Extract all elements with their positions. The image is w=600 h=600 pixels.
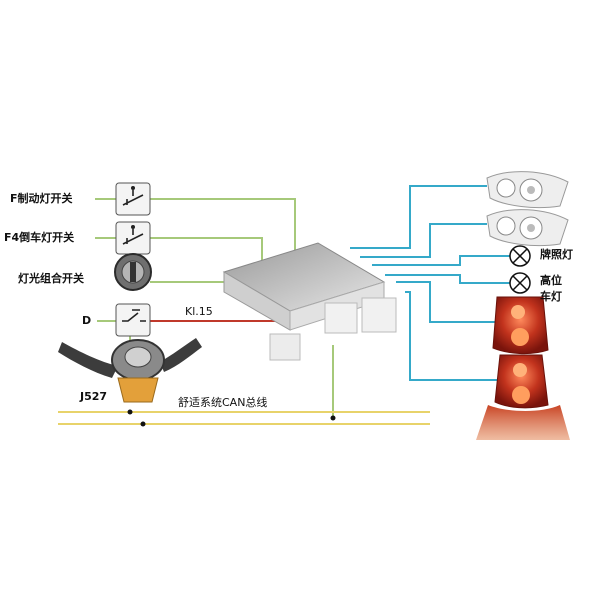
taillight-2 <box>476 354 570 440</box>
taillight-1 <box>492 296 549 355</box>
high-brake-light-label-2: 车灯 <box>540 290 562 303</box>
wire-reverse-switch <box>95 237 263 262</box>
license-plate-light-label: 牌照灯 <box>540 248 573 261</box>
can-bus-label: 舒适系统CAN总线 <box>178 396 268 409</box>
reverse-switch-symbol <box>115 221 151 255</box>
reverse-light-switch-label: F4倒车灯开关 <box>4 231 75 244</box>
can-bus-junctions <box>127 409 336 427</box>
brake-light-switch-label: F制动灯开关 <box>10 192 73 205</box>
wire-headlight-1 <box>350 185 487 249</box>
light-combo-switch-knob <box>114 253 152 291</box>
high-brake-lamp-symbol <box>509 272 531 294</box>
wire-headlight-2 <box>360 223 487 258</box>
high-brake-light-label: 高位 <box>540 274 562 287</box>
brake-switch-symbol <box>115 182 151 216</box>
output-wires <box>350 185 510 381</box>
wire-taillight-2 <box>405 291 500 381</box>
control-module <box>222 242 397 361</box>
can-bus <box>58 411 430 425</box>
license-plate-lamp-symbol <box>509 245 531 267</box>
headlight-upper <box>486 171 569 209</box>
d-switch-symbol <box>115 303 151 337</box>
wire-brake-switch <box>95 198 296 250</box>
kl15-label: Kl.15 <box>185 305 213 318</box>
j527-steering-switch <box>58 338 202 403</box>
wire-plate-light <box>372 255 510 266</box>
headlight-lower <box>486 209 569 247</box>
d-label: D <box>82 314 92 327</box>
light-combo-switch-label: 灯光组合开关 <box>18 272 84 285</box>
j527-label: J527 <box>80 390 108 403</box>
wire-high-light <box>385 274 510 284</box>
wire-taillight-1 <box>396 281 497 323</box>
